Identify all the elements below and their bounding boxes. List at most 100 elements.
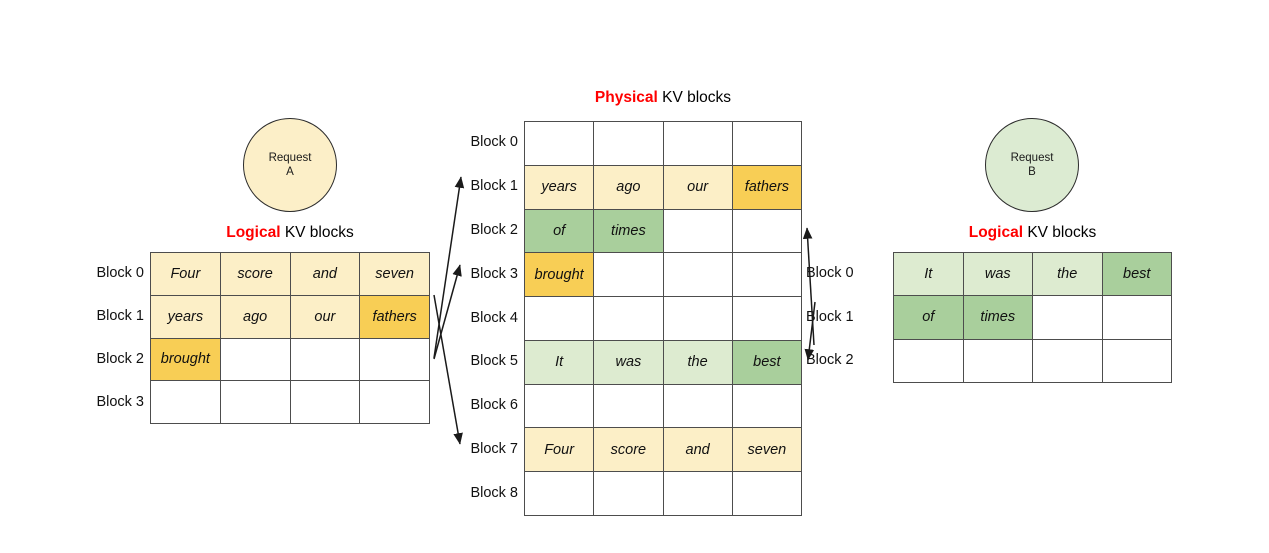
physical-cell-r7-c3: seven xyxy=(732,428,802,473)
request-b-label-line2: B xyxy=(1028,166,1036,178)
request-b-cell-r1-c3 xyxy=(1102,296,1172,340)
request-a-cell-r3-c3 xyxy=(360,381,430,424)
physical-cell-r0-c1 xyxy=(594,122,664,166)
request-a-row-label-2: Block 2 xyxy=(96,351,144,367)
request-b-cell-r2-c2 xyxy=(1033,339,1103,383)
physical-cell-r4-c3 xyxy=(732,297,802,341)
physical-row-label-8: Block 8 xyxy=(470,485,518,502)
request-a-cell-r2-c0: brought xyxy=(151,338,221,382)
request-b-table-title: Logical KV blocks xyxy=(893,225,1172,241)
physical-cell-r6-c1 xyxy=(594,384,664,429)
physical-cell-r2-c1: times xyxy=(594,209,664,254)
physical-cell-r4-c1 xyxy=(594,297,664,341)
request-a-cell-r3-c2 xyxy=(290,381,361,424)
request-a-row-label-0: Block 0 xyxy=(96,265,144,281)
physical-cell-r8-c3 xyxy=(732,472,802,516)
physical-cell-r3-c1 xyxy=(594,253,664,298)
physical-cell-r0-c0 xyxy=(525,122,595,166)
request-a-cell-r2-c2 xyxy=(290,338,361,382)
physical-cell-r6-c2 xyxy=(663,384,733,429)
request-a-row-labels: Block 0 Block 1 Block 2 Block 3 xyxy=(60,252,144,424)
physical-cell-r7-c0: Four xyxy=(525,428,595,473)
physical-cell-r5-c3: best xyxy=(732,340,802,385)
request-b-cell-r2-c3 xyxy=(1102,339,1172,383)
request-a-cell-r0-c3: seven xyxy=(360,253,430,296)
physical-row-label-1: Block 1 xyxy=(470,177,518,194)
request-a-label-line2: A xyxy=(286,166,294,178)
physical-cell-r7-c1: score xyxy=(594,428,664,473)
request-a-cell-r3-c1 xyxy=(220,381,291,424)
request-b-title-accent: Logical xyxy=(968,224,1024,241)
physical-cell-r3-c2 xyxy=(663,253,733,298)
physical-cell-r3-c3 xyxy=(732,253,802,298)
request-a-cell-r1-c0: years xyxy=(151,295,221,339)
request-a-cell-r3-c0 xyxy=(151,381,221,424)
physical-cell-r8-c1 xyxy=(594,472,664,516)
physical-cell-r5-c0: It xyxy=(525,340,595,385)
physical-row-label-2: Block 2 xyxy=(470,221,518,238)
request-b-cell-r2-c1 xyxy=(963,339,1033,383)
request-a-cell-r1-c1: ago xyxy=(220,295,291,339)
physical-cell-r6-c0 xyxy=(525,384,595,429)
physical-cell-r1-c1: ago xyxy=(594,165,664,210)
physical-cell-r5-c2: the xyxy=(663,340,733,385)
request-a-circle: Request A xyxy=(243,118,337,212)
physical-row-label-4: Block 4 xyxy=(470,309,518,326)
request-b-row-label-2: Block 2 xyxy=(806,352,854,369)
physical-cell-r7-c2: and xyxy=(663,428,733,473)
request-b-cell-r0-c3: best xyxy=(1102,253,1172,297)
physical-title-accent: Physical xyxy=(594,89,658,106)
physical-cell-r2-c2 xyxy=(663,209,733,254)
request-b-title-rest: KV blocks xyxy=(1023,224,1097,241)
request-b-cell-r1-c1: times xyxy=(963,296,1033,340)
request-a-cell-r2-c1 xyxy=(220,338,291,382)
request-a-cell-r0-c2: and xyxy=(290,253,361,296)
physical-cell-r5-c1: was xyxy=(594,340,664,385)
request-a-cell-r1-c2: our xyxy=(290,295,361,339)
request-b-cell-r2-c0 xyxy=(894,339,964,383)
physical-cell-r8-c2 xyxy=(663,472,733,516)
physical-cell-r4-c2 xyxy=(663,297,733,341)
physical-cell-r0-c2 xyxy=(663,122,733,166)
physical-row-label-7: Block 7 xyxy=(470,441,518,458)
physical-table-title: Physical KV blocks xyxy=(524,90,802,106)
request-b-cell-r0-c0: It xyxy=(894,253,964,297)
request-a-row-label-1: Block 1 xyxy=(96,308,144,324)
request-a-title-accent: Logical xyxy=(226,224,281,241)
physical-cell-r0-c3 xyxy=(732,122,802,166)
physical-cell-r2-c0: of xyxy=(525,209,595,254)
physical-cell-r3-c0: brought xyxy=(525,253,595,298)
request-b-cell-r1-c2 xyxy=(1033,296,1103,340)
physical-row-labels: Block 0 Block 1 Block 2 Block 3 Block 4 … xyxy=(436,121,518,516)
physical-cell-r1-c0: years xyxy=(525,165,595,210)
request-a-cell-r2-c3 xyxy=(360,338,430,382)
physical-row-label-3: Block 3 xyxy=(470,265,518,282)
physical-cell-r8-c0 xyxy=(525,472,595,516)
physical-cell-r2-c3 xyxy=(732,209,802,254)
request-b-label-line1: Request xyxy=(1010,151,1054,164)
request-a-row-label-3: Block 3 xyxy=(96,394,144,410)
physical-cell-r1-c3: fathers xyxy=(732,165,802,210)
request-b-row-label-0: Block 0 xyxy=(806,265,854,281)
physical-cell-r4-c0 xyxy=(525,297,595,341)
physical-cell-r6-c3 xyxy=(732,384,802,429)
request-b-circle: Request B xyxy=(985,118,1079,212)
physical-row-label-5: Block 5 xyxy=(470,353,518,370)
request-b-row-label-1: Block 1 xyxy=(806,308,854,325)
physical-cell-r1-c2: our xyxy=(663,165,733,210)
physical-row-label-6: Block 6 xyxy=(470,397,518,414)
request-b-cell-r0-c1: was xyxy=(963,253,1033,297)
request-a-title-rest: KV blocks xyxy=(280,224,354,241)
request-a-cell-r0-c0: Four xyxy=(151,253,221,296)
request-b-row-labels: Block 0 Block 1 Block 2 xyxy=(806,252,886,383)
request-a-cell-r1-c3: fathers xyxy=(360,295,430,339)
physical-row-label-0: Block 0 xyxy=(470,134,518,150)
physical-title-rest: KV blocks xyxy=(657,89,732,106)
request-a-cell-r0-c1: score xyxy=(220,253,291,296)
request-b-cell-r1-c0: of xyxy=(894,296,964,340)
request-a-label-line1: Request xyxy=(268,151,312,164)
request-a-table-title: Logical KV blocks xyxy=(150,225,430,241)
